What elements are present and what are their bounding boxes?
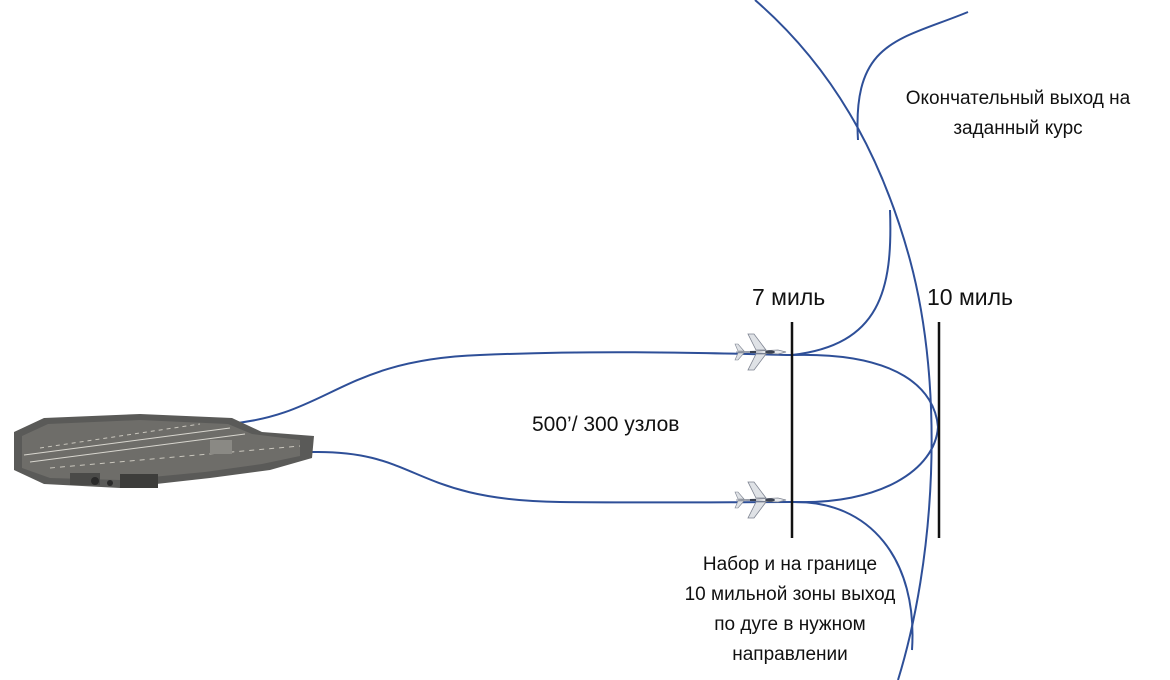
- path-upper-to-7nm: [227, 351, 793, 425]
- label-altitude-speed: 500’/ 300 узлов: [532, 413, 680, 436]
- label-final-line1: Окончательный выход на: [905, 88, 1131, 109]
- flight-paths: [227, 0, 969, 680]
- label-final-line2: заданный курс: [953, 118, 1083, 139]
- path-lower-turn-out: [791, 500, 914, 651]
- path-lower-arc-to-10nm: [791, 426, 939, 504]
- label-final-course: Окончательный выход на заданный курс: [878, 84, 1158, 144]
- label-7-miles: 7 миль: [752, 284, 826, 310]
- label-10-miles: 10 миль: [927, 284, 1014, 310]
- fighter-jet-icon: [734, 333, 787, 371]
- path-upper-arc-to-10nm: [791, 353, 939, 428]
- path-upper-turn-out: [791, 209, 892, 356]
- label-climb-line3: по дуге в нужном: [714, 614, 866, 635]
- label-climb-line1: Набор и на границе: [702, 554, 878, 575]
- path-10nm-arc: [754, 0, 933, 680]
- aircraft-carrier-icon: [14, 414, 314, 488]
- label-climb-line4: направлении: [732, 644, 848, 665]
- label-climb-instructions: Набор и на границе 10 мильной зоны выход…: [660, 550, 920, 670]
- fighter-jet-icon: [734, 481, 787, 519]
- path-lower-to-7nm: [311, 450, 793, 504]
- path-final-course: [856, 11, 969, 141]
- label-climb-line2: 10 мильной зоны выход: [684, 584, 896, 605]
